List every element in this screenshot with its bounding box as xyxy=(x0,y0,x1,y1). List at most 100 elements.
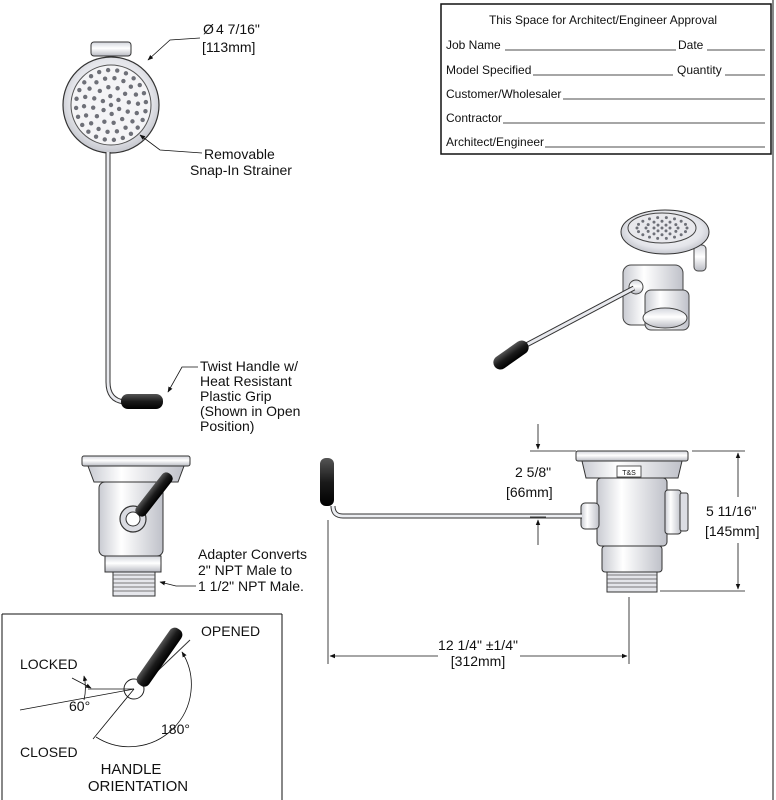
iso-strainer-hole xyxy=(652,226,656,230)
strainer-hole xyxy=(96,69,102,75)
adapter-callout: Adapter Converts 2" NPT Male to 1 1/2" N… xyxy=(159,546,307,594)
iso-strainer-hole xyxy=(685,226,689,230)
strainer-hole xyxy=(94,113,100,119)
strainer-hole xyxy=(111,120,116,126)
strainer-hole xyxy=(105,67,111,73)
approval-label-customer: Customer/Wholesaler xyxy=(446,87,561,101)
approval-label-job-name: Job Name xyxy=(446,38,501,52)
orientation-locked: LOCKED xyxy=(20,656,78,672)
iso-strainer-hole xyxy=(668,226,672,230)
iso-strainer-hole xyxy=(673,235,676,239)
adapter-label-line2: 2" NPT Male to xyxy=(198,562,292,578)
iso-strainer-hole xyxy=(683,230,687,234)
strainer-hole xyxy=(86,129,91,134)
approval-box: This Space for Architect/Engineer Approv… xyxy=(440,3,772,155)
iso-strainer-hole xyxy=(664,236,668,240)
iso-strainer-hole xyxy=(673,217,676,221)
iso-strainer-hole xyxy=(637,230,641,234)
handle-label-line5: Position) xyxy=(200,418,254,434)
strainer-hole xyxy=(135,125,140,130)
iso-strainer-holes xyxy=(635,216,689,240)
strainer-hole xyxy=(114,129,120,134)
iso-strainer-hole xyxy=(652,220,656,224)
iso-strainer-hole xyxy=(656,229,660,233)
strainer-hole xyxy=(120,135,126,141)
strainer-hole xyxy=(101,107,106,113)
adapter-threads xyxy=(113,574,155,592)
strainer-hole xyxy=(82,80,87,85)
strainer-hole xyxy=(102,76,108,81)
strainer-hole xyxy=(80,122,85,128)
strainer-hole xyxy=(90,105,96,110)
iso-strainer-hole xyxy=(679,219,683,223)
iso-strainer-hole xyxy=(646,229,650,233)
strainer-hole xyxy=(141,90,147,96)
iso-strainer-hole xyxy=(641,233,645,237)
strainer-hole xyxy=(122,91,128,97)
strainer-hole xyxy=(115,86,120,91)
strainer-hole xyxy=(135,101,141,106)
length-in-dimension: 12 1/4" ±1/4" xyxy=(438,637,518,653)
strainer-hole xyxy=(128,131,134,136)
strainer-hole xyxy=(125,109,130,114)
iso-strainer-hole xyxy=(664,229,668,233)
strainer-hole xyxy=(126,100,132,105)
strainer-hole xyxy=(143,99,149,105)
strainer-hole xyxy=(140,117,145,123)
iso-strainer-hole xyxy=(656,216,660,220)
strainer-hole xyxy=(74,96,79,101)
iso-strainer-hole xyxy=(646,223,650,227)
strainer-hole xyxy=(81,104,87,109)
iso-strainer-hole xyxy=(679,233,683,237)
iso-strainer-hole xyxy=(660,219,664,223)
strainer-holes xyxy=(73,67,149,143)
strainer-hole xyxy=(112,76,117,81)
diameter-inches: 4 7/16" xyxy=(216,21,260,37)
strainer-hole xyxy=(130,119,135,124)
strainer-label-line2: Snap-In Strainer xyxy=(190,162,292,178)
strainer-hole xyxy=(108,102,114,108)
iso-strainer-hole xyxy=(664,216,668,220)
iso-strainer-hole xyxy=(668,220,672,224)
strainer-hole xyxy=(92,96,97,101)
top-view-drawing xyxy=(62,41,163,409)
strainer-hole xyxy=(97,88,103,94)
strainer-hole xyxy=(131,76,136,81)
iso-strainer-hole xyxy=(635,226,639,230)
orientation-title-line2: ORIENTATION xyxy=(88,778,188,795)
strainer-hole xyxy=(75,114,81,120)
strainer-hole xyxy=(87,86,92,91)
handle-label-line4: (Shown in Open xyxy=(200,403,300,419)
strainer-hole xyxy=(105,129,110,134)
front-adapter-threads xyxy=(607,574,657,588)
iso-strainer-hole xyxy=(674,229,678,233)
iso-strainer-hole xyxy=(676,226,680,230)
approval-label-model: Model Specified xyxy=(446,63,531,77)
strainer-hole xyxy=(100,98,106,104)
handle-label-line3: Plastic Grip xyxy=(200,388,272,404)
strainer-hole xyxy=(108,93,113,99)
height-in-dimension: 5 11/16" xyxy=(706,503,757,519)
iso-strainer-hole xyxy=(648,235,651,239)
iso-strainer-hole xyxy=(648,217,651,221)
diameter-mm: [113mm] xyxy=(202,39,255,55)
brand-tag: T&S xyxy=(622,470,636,477)
side-view-drawing xyxy=(81,455,191,597)
iso-strainer-hole xyxy=(652,232,656,236)
iso-strainer-hole xyxy=(660,226,664,230)
drop-mm-dimension: [66mm] xyxy=(506,484,553,500)
orientation-angle-60: 60° xyxy=(69,698,90,714)
strainer-hole xyxy=(73,105,79,111)
iso-strainer-hole xyxy=(668,232,672,236)
strainer-hole xyxy=(77,87,82,93)
iso-strainer-hole xyxy=(656,223,660,227)
strainer-hole xyxy=(93,134,99,139)
drop-in-dimension: 2 5/8" xyxy=(515,464,551,480)
orientation-title-line1: HANDLE xyxy=(101,761,162,778)
strainer-hole xyxy=(88,74,94,79)
strainer-hole xyxy=(83,113,89,118)
strainer-hole xyxy=(96,126,101,132)
approval-heading: This Space for Architect/Engineer Approv… xyxy=(489,13,717,27)
approval-label-architect: Architect/Engineer xyxy=(446,135,544,149)
front-view-drawing: T&S xyxy=(320,450,689,593)
